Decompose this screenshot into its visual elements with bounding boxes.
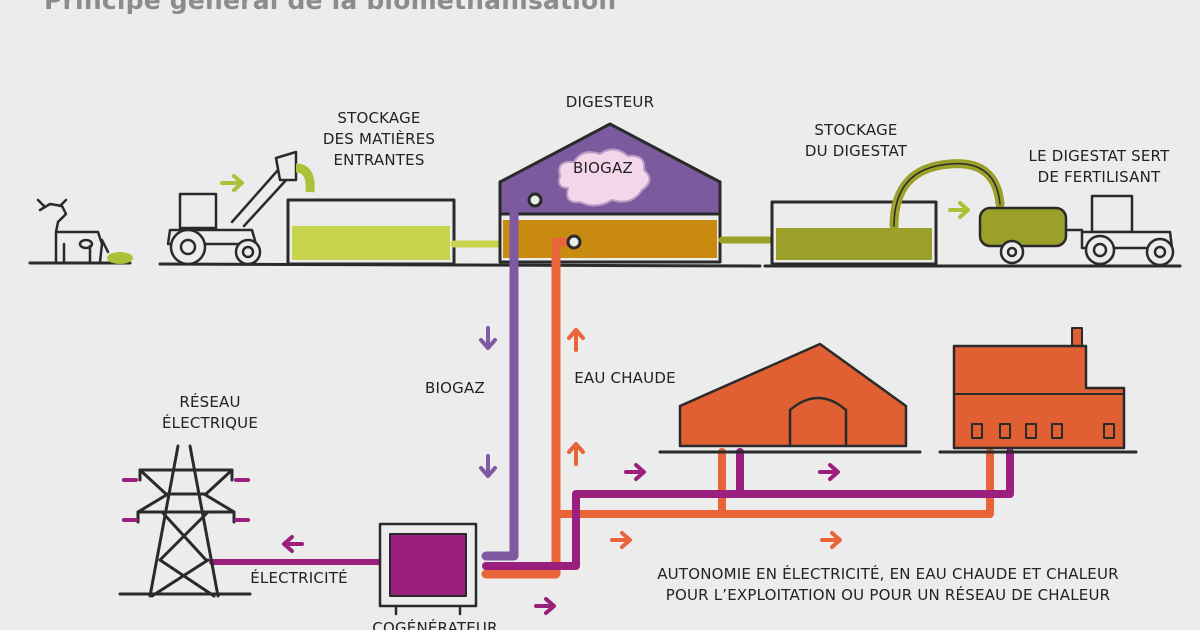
cogenerator-icon xyxy=(378,522,478,616)
label-reseau-electrique: RÉSEAU ÉLECTRIQUE xyxy=(150,392,270,434)
arrow-input-tractor xyxy=(220,174,244,192)
biogas-arrow-1 xyxy=(479,326,497,350)
biogas-arrow-2 xyxy=(479,454,497,478)
electricity-arrow-grid xyxy=(282,535,304,553)
hot-water-pipe xyxy=(481,237,579,579)
label-line: RÉSEAU xyxy=(179,393,241,411)
label-line: AUTONOMIE EN ÉLECTRICITÉ, EN EAU CHAUDE … xyxy=(657,565,1119,583)
electricity-distribution xyxy=(482,448,1014,570)
hot-water-arrow-3 xyxy=(610,531,632,549)
label-line: STOCKAGE xyxy=(814,121,898,139)
barn-icon xyxy=(658,342,922,454)
tractor-tanker-icon xyxy=(978,194,1175,267)
hot-water-arrow-4 xyxy=(820,531,842,549)
cow-icon xyxy=(36,198,110,264)
biogas-outlet xyxy=(527,192,543,208)
label-line: DE FERTILISANT xyxy=(1037,168,1161,186)
label-line: DES MATIÈRES xyxy=(322,130,436,148)
electricity-arrow-3 xyxy=(534,597,556,615)
pylon-insulators xyxy=(122,478,250,522)
label-eau-chaude: EAU CHAUDE xyxy=(574,369,676,387)
label-line: ENTRANTES xyxy=(333,151,425,169)
electricity-arrow-1 xyxy=(624,463,646,481)
hot-water-outlet xyxy=(566,234,582,250)
label-electricite: ÉLECTRICITÉ xyxy=(250,569,348,587)
label-line: LE DIGESTAT SERT xyxy=(1028,147,1170,165)
hot-water-distribution xyxy=(552,448,994,518)
label-stockage-matieres: STOCKAGE DES MATIÈRES ENTRANTES xyxy=(304,108,454,171)
label-line: STOCKAGE xyxy=(337,109,421,127)
label-biogaz-pipe: BIOGAZ xyxy=(425,379,485,397)
ground-line-storage xyxy=(158,262,762,268)
label-line: DU DIGESTAT xyxy=(804,142,908,160)
label-digesteur: DIGESTEUR xyxy=(565,93,655,111)
house-icon xyxy=(938,327,1138,454)
label-autonomie: AUTONOMIE EN ÉLECTRICITÉ, EN EAU CHAUDE … xyxy=(618,564,1158,606)
label-stockage-digestat: STOCKAGE DU DIGESTAT xyxy=(776,120,936,162)
substrate-arrow xyxy=(295,163,315,193)
input-substrate-fill xyxy=(292,226,450,260)
label-line: POUR L’EXPLOITATION OU POUR UN RÉSEAU DE… xyxy=(665,586,1111,604)
biogas-pipe xyxy=(481,195,540,561)
label-cogenerateur: COGÉNÉRATEUR xyxy=(372,619,498,630)
digestate-fill xyxy=(776,228,932,260)
manure-pile xyxy=(107,252,133,264)
digestate-layer xyxy=(503,220,717,258)
biogas-cloud xyxy=(558,148,651,207)
page-title: Principe général de la biométhanisation xyxy=(44,0,617,15)
hot-water-arrow-1 xyxy=(567,328,585,352)
tractor-loader-icon xyxy=(166,150,298,266)
label-fertilisant: LE DIGESTAT SERT DE FERTILISANT xyxy=(1010,146,1188,188)
pylon-icon xyxy=(118,444,252,598)
electricity-arrow-2 xyxy=(818,463,840,481)
label-line: ÉLECTRIQUE xyxy=(161,414,259,432)
hot-water-arrow-2 xyxy=(567,442,585,466)
digestate-transfer-pipe-outline xyxy=(893,162,1001,227)
arrow-output-tractor xyxy=(948,201,970,219)
label-biogaz-dome: BIOGAZ xyxy=(573,159,633,177)
